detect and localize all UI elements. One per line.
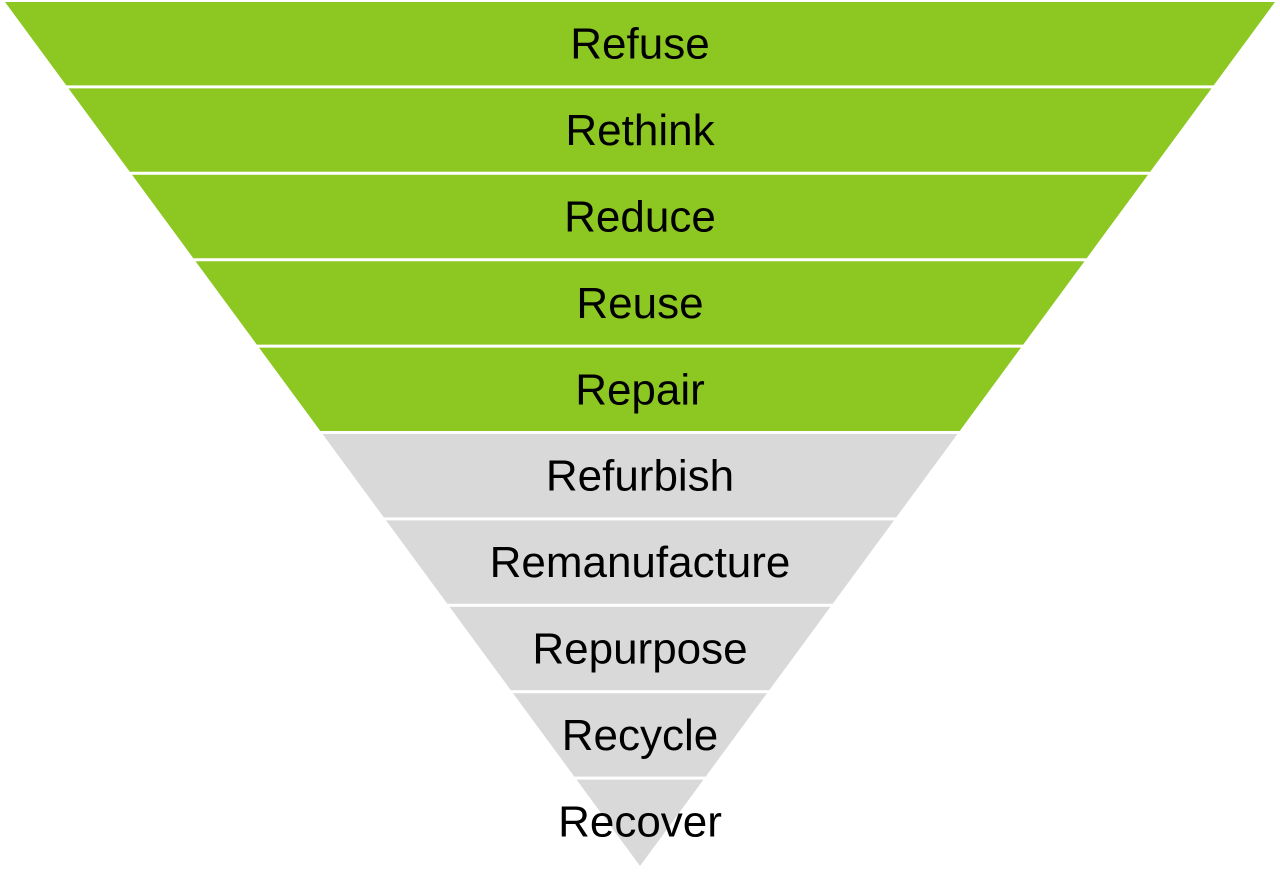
band-recycle (513, 693, 767, 777)
level-label-reduce: Reduce (564, 193, 716, 242)
level-label-reuse: Reuse (576, 279, 703, 328)
level-label-remanufacture: Remanufacture (490, 538, 791, 587)
band-remanufacture (386, 520, 894, 604)
level-label-repair: Repair (575, 365, 705, 414)
level-label-rethink: Rethink (565, 106, 715, 155)
band-reduce (132, 174, 1148, 259)
level-label-recover: Recover (558, 797, 722, 846)
level-label-recycle: Recycle (562, 711, 719, 760)
pyramid-bands (5, 2, 1275, 866)
band-reuse (195, 261, 1085, 345)
level-label-refuse: Refuse (570, 20, 709, 69)
band-recover (576, 779, 704, 866)
pyramid-labels: RefuseRethinkReduceReuseRepairRefurbishR… (490, 20, 791, 847)
band-refurbish (322, 434, 958, 518)
band-rethink (68, 88, 1212, 172)
level-label-repurpose: Repurpose (532, 625, 747, 674)
band-repair (259, 347, 1021, 431)
band-repurpose (449, 606, 831, 691)
level-label-refurbish: Refurbish (546, 452, 734, 501)
band-refuse (5, 2, 1275, 86)
